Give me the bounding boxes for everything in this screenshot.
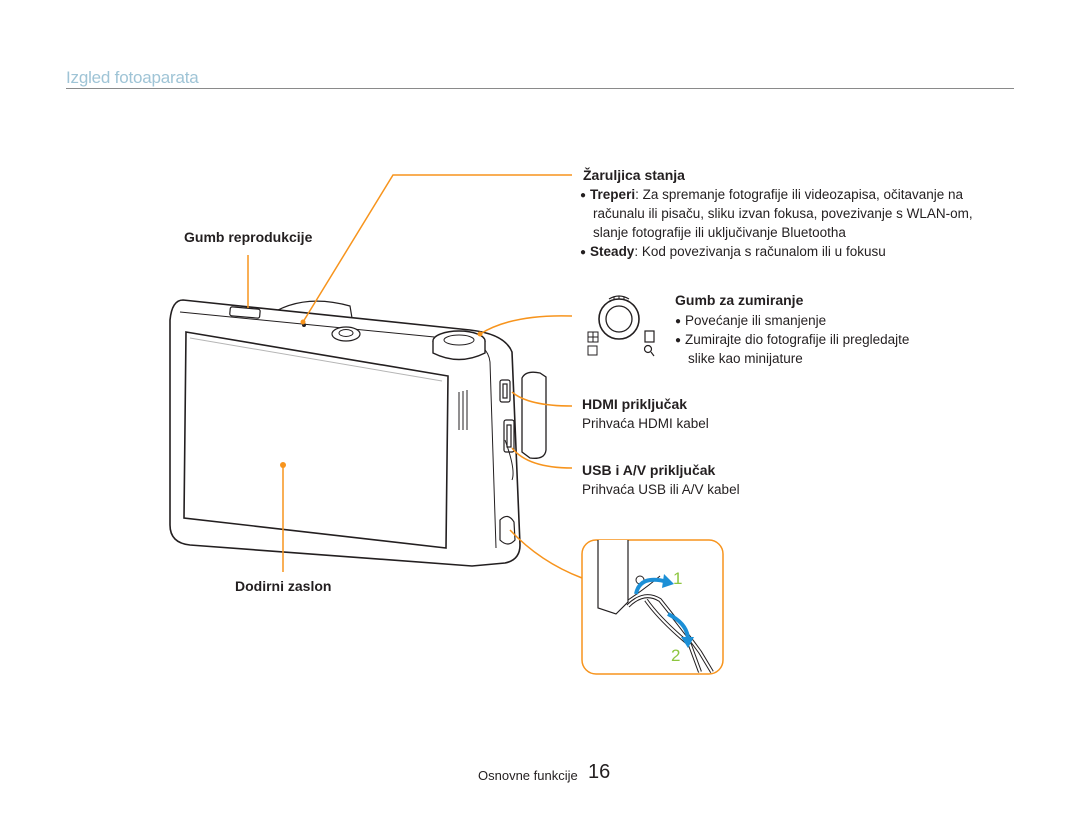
footer-page-number: 16 bbox=[588, 761, 611, 783]
usb-av-heading: USB i A/V priključak bbox=[582, 462, 716, 478]
zoom-item-2-line-2: slike kao minijature bbox=[688, 351, 803, 366]
strap-attach-illustration bbox=[581, 539, 724, 675]
strap-step-2: 2 bbox=[671, 646, 680, 665]
playback-button-heading: Gumb reprodukcije bbox=[184, 229, 313, 245]
callout-leaders bbox=[247, 174, 583, 579]
footer-section-label: Osnovne funkcije bbox=[478, 768, 578, 783]
zoom-lever-icon bbox=[598, 295, 640, 340]
strap-step-1: 1 bbox=[673, 569, 682, 588]
port-cover bbox=[521, 371, 547, 459]
status-lamp-term-2: Steady bbox=[590, 244, 635, 259]
hdmi-heading: HDMI priključak bbox=[582, 396, 688, 412]
leader-status-lamp bbox=[302, 174, 572, 323]
leader-hdmi bbox=[511, 391, 573, 407]
strap-eyelet bbox=[499, 515, 516, 545]
leader-usb bbox=[511, 447, 573, 469]
zoom-button-heading: Gumb za zumiranje bbox=[675, 292, 804, 308]
touch-screen-heading: Dodirni zaslon bbox=[235, 578, 332, 594]
hdmi-port-outline bbox=[499, 379, 511, 403]
status-lamp-item-1: Treperi: Za spremanje fotografije ili vi… bbox=[580, 185, 963, 206]
thumbnail-grid-icon bbox=[587, 331, 599, 356]
usb-av-port-outline bbox=[503, 419, 515, 453]
status-lamp-item-1-line-3: slanje fotografije ili uključivanje Blue… bbox=[593, 225, 846, 240]
zoom-item-1: Povećanje ili smanjenje bbox=[675, 311, 826, 332]
status-lamp-heading: Žaruljica stanja bbox=[583, 167, 685, 183]
page-title: Izgled fotoaparata bbox=[66, 68, 199, 87]
status-lamp-item-1-line-2: računalu ili pisaču, sliku izvan fokusa,… bbox=[593, 206, 973, 221]
usb-av-text: Prihvaća USB ili A/V kabel bbox=[582, 482, 740, 497]
leader-zoom bbox=[479, 315, 573, 335]
touch-screen-glass bbox=[183, 331, 449, 549]
status-lamp-item-2: Steady: Kod povezivanja s računalom ili … bbox=[580, 242, 886, 263]
mode-dial bbox=[331, 326, 361, 342]
title-divider bbox=[66, 88, 1014, 89]
speaker-grille bbox=[458, 390, 468, 430]
hdmi-text: Prihvaća HDMI kabel bbox=[582, 416, 709, 431]
zoom-in-icon bbox=[643, 330, 655, 357]
status-lamp-term-1: Treperi bbox=[590, 187, 636, 202]
playback-button bbox=[229, 306, 261, 319]
zoom-item-2: Zumirajte dio fotografije ili pregledajt… bbox=[675, 330, 909, 351]
leader-strap bbox=[509, 529, 583, 579]
